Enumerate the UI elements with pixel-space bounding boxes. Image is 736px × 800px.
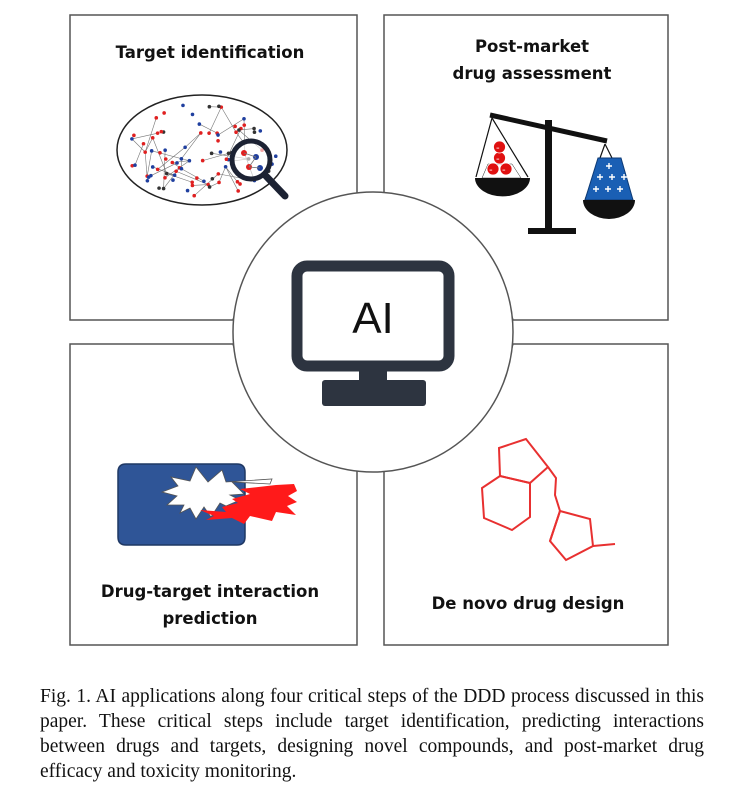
network-node [237,128,241,132]
title-de-novo-design: De novo drug design [432,594,625,613]
network-node [223,164,228,169]
network-node [150,136,155,140]
ai-label: AI [352,294,394,343]
network-node [236,189,240,193]
network-node [143,150,147,154]
network-node [130,137,134,141]
balance-scale-icon: - - - - [475,112,635,234]
network-node [216,133,220,137]
network-node [159,129,164,134]
title-dti-line1: Drug-target interaction [101,582,319,601]
drug-receptor-illustration [117,463,297,546]
network-node [218,150,223,154]
network-node [164,171,169,176]
network-node [171,178,175,182]
network-node [179,166,184,171]
network-node [198,131,203,135]
network-node [190,183,195,188]
network-node [174,169,178,174]
efficacy-plus-signs [593,163,627,192]
figure-caption: Fig. 1. AI applications along four criti… [40,686,704,782]
network-node [210,176,215,181]
svg-text:-: - [502,165,506,176]
network-node [226,151,231,156]
network-node [155,167,160,172]
network-node [161,186,166,191]
network-node [217,180,221,185]
network-node [190,112,195,117]
network-node [190,180,194,185]
title-post-market-line2: drug assessment [453,64,612,83]
network-node [132,133,136,138]
network-node [133,163,137,168]
network-node [252,126,256,131]
network-node [195,176,199,180]
ddd-figure: - - - - AI [69,14,669,646]
network-node [202,179,206,184]
title-target-identification: Target identification [116,43,305,62]
network-node [224,157,229,161]
magnifier-icon [229,138,289,200]
network-node [183,145,187,150]
network-node [187,158,192,163]
network-node [273,154,278,159]
network-node [162,111,166,115]
network-node [242,123,247,127]
network-node [209,151,214,156]
molecule-structure-icon [480,437,616,562]
network-node [185,188,190,193]
title-post-market-line1: Post-market [475,37,589,56]
svg-text:-: - [496,143,500,154]
network-node [216,139,220,143]
network-node [130,163,135,168]
network-node [181,103,185,108]
network-node [242,116,246,121]
network-node [145,179,150,183]
network-node [192,193,197,198]
network-node [154,116,159,120]
network-node [207,104,212,109]
network-node [170,160,175,165]
network-node [155,131,160,135]
toxicity-circles: - - - - [486,140,513,176]
network-node [200,158,205,163]
network-node [175,161,179,165]
network-node [163,148,167,153]
network-node [163,175,167,180]
network-node [197,122,202,126]
network-node [163,157,168,161]
network-node [207,185,212,189]
network-node [157,186,161,190]
network-node [158,151,162,155]
network-node [150,165,155,169]
network-node [235,180,240,184]
network-node [179,157,184,161]
title-dti-line2: prediction [162,609,257,628]
network-node [149,149,154,153]
network-node [146,175,151,179]
svg-text:-: - [496,154,500,165]
network-node [258,129,263,133]
monitor-icon: AI [291,260,455,406]
network-node [172,173,177,177]
network-node [216,172,221,176]
network-node [233,124,237,129]
svg-text:-: - [489,165,493,176]
network-node [141,141,146,146]
network-node [234,130,238,134]
network-node [252,130,257,135]
network-node [207,131,211,135]
network-node [217,104,221,109]
network-node [238,182,242,186]
